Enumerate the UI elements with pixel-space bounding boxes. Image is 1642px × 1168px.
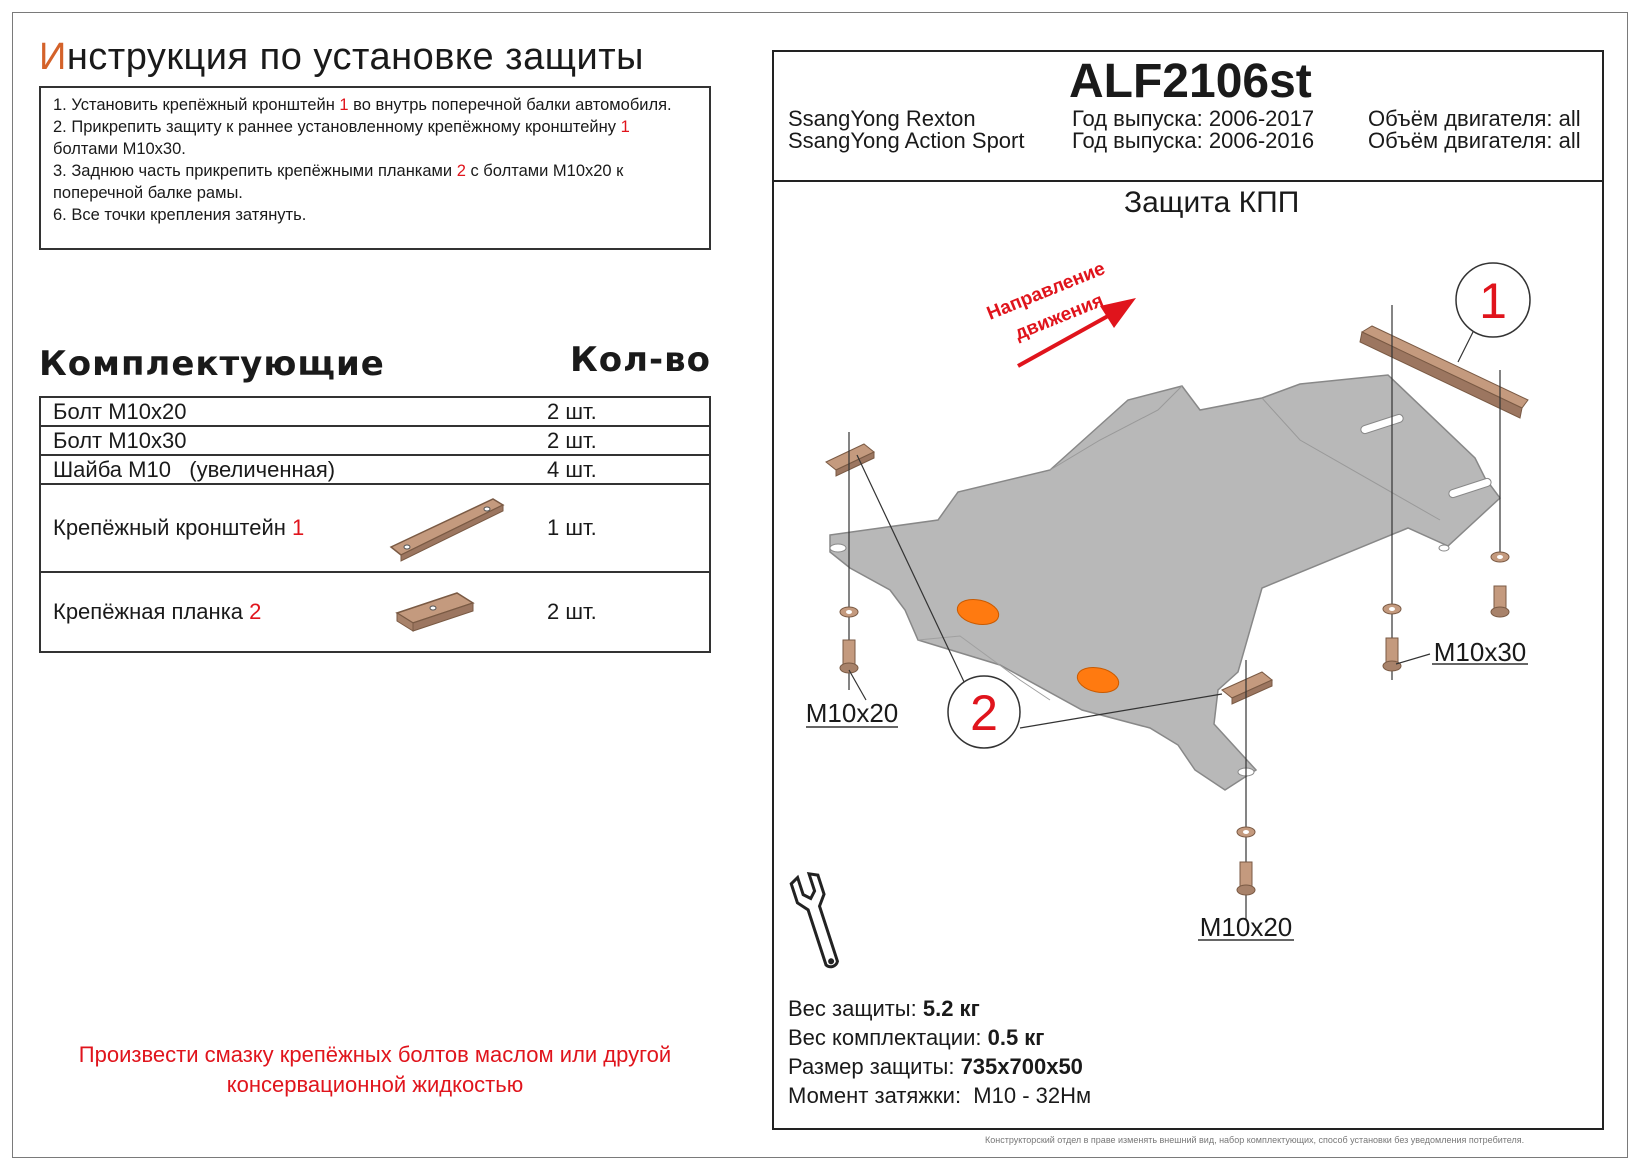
callout-1-circle [1455,262,1531,338]
part-qty: 2 шт. [547,599,597,624]
washer-icon [1236,826,1256,838]
header-divider [774,180,1602,182]
bolt-icon [1382,637,1402,672]
qty-heading: Кол-во [570,340,712,380]
bolt-label-bottom: M10x20 [1200,912,1293,942]
car-model-2: SsangYong Action Sport [788,128,1025,153]
part-qty: 4 шт. [547,456,597,482]
grease-note: Произвести смазку крепёжных болтов масло… [78,1042,672,1097]
car-year-2: Год выпуска: 2006-2016 [1072,128,1315,153]
part-name: Болт М10х20 [53,398,187,424]
instruction-4: 6. Все точки крепления затянуть. [53,206,307,224]
specs-block: Вес защиты: 5.2 кг Вес комплектации: 0.5… [788,994,1091,1110]
bolt-icon [839,639,859,674]
callout-1-label: 1 [1479,273,1507,329]
washer-icon [1382,603,1402,615]
parts-heading: Комплектующие [39,344,385,384]
instruction-3: 3. Заднюю часть прикрепить крепёжными пл… [53,162,624,202]
marker-dot [956,598,1000,626]
drawing-panel: ALF2106st SsangYong Rexton SsangYong Act… [772,50,1604,1130]
bracket-icon [389,498,505,562]
table-row: Крепёжная планка 2 2 шт. [40,572,710,652]
part-name: Крепёжный кронштейн 1 [53,515,305,540]
wrench-icon [789,871,840,969]
car-engine-2: Объём двигателя: all [1368,128,1581,153]
part-qty: 2 шт. [547,427,597,453]
bolt-label-right: M10x30 [1434,637,1527,667]
table-row: Шайба М10 (увеличенная) 4 шт. [40,455,710,484]
product-code: ALF2106st [1069,55,1312,108]
bolt-icon [1236,861,1256,896]
callout-2-circle [947,675,1021,749]
part-name: Болт М10х30 [53,427,187,453]
callout-2-label: 2 [970,685,998,741]
plate-part [825,443,1273,705]
page-frame [12,12,1628,1158]
spec-weight: Вес защиты: 5.2 кг [788,996,980,1021]
table-row: Крепёжный кронштейн 1 1 шт. [40,484,710,572]
bracket-part [1359,305,1529,560]
skid-plate [829,374,1502,791]
washer-icon [1490,551,1510,563]
table-row: Болт М10х20 2 шт. [40,397,710,426]
table-row: Болт М10х30 2 шт. [40,426,710,455]
instructions-box: 1. Установить крепёжный кронштейн 1 во в… [39,86,711,250]
spec-torque: Момент затяжки: М10 - 32Нм [788,1083,1092,1108]
page-title: Инструкция по установке защиты [39,36,644,78]
part-qty: 1 шт. [547,515,597,540]
instruction-2: 2. Прикрепить защиту к раннее установлен… [53,118,630,158]
car-model-1: SsangYong Rexton [788,106,976,131]
parts-table: Болт М10х20 2 шт. Болт М10х30 2 шт. Шайб… [39,396,711,653]
part-name: Крепёжная планка 2 [53,599,262,624]
marker-dot [1076,666,1120,694]
car-engine-1: Объём двигателя: all [1368,106,1581,131]
instruction-1: 1. Установить крепёжный кронштейн 1 во в… [53,96,672,114]
spec-kit-weight: Вес комплектации: 0.5 кг [788,1025,1045,1050]
spec-size: Размер защиты: 735х700х50 [788,1054,1083,1079]
bolt-icon [1490,585,1510,618]
car-year-1: Год выпуска: 2006-2017 [1072,106,1315,131]
part-name: Шайба М10 (увеличенная) [53,456,336,482]
direction-arrow-icon [1017,298,1136,368]
disclaimer: Конструкторский отдел в праве изменять в… [985,1135,1525,1145]
sheet-title: Защита КПП [1124,186,1300,219]
bolt-label-left: M10x20 [806,698,899,728]
washer-icon [839,606,859,618]
part-qty: 2 шт. [547,398,597,424]
plate-icon [395,592,475,632]
